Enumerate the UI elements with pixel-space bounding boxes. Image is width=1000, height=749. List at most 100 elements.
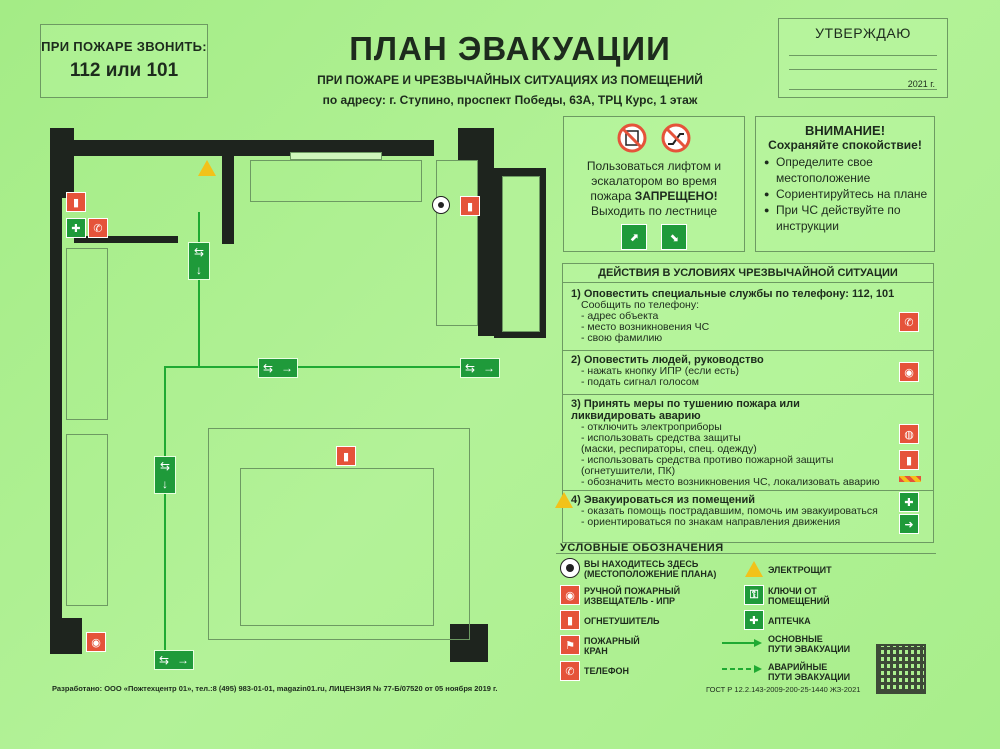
wall xyxy=(50,198,62,618)
running-man-exit-icon: ➜ xyxy=(899,514,919,534)
no-elevator-icon xyxy=(617,123,647,153)
wall xyxy=(478,160,494,336)
no-escalator-icon xyxy=(661,123,691,153)
wall xyxy=(458,128,494,160)
legend-hydrant-1: ПОЖАРНЫЙ xyxy=(584,636,640,646)
emergency-phone-box: ПРИ ПОЖАРЕ ЗВОНИТЬ: 112 или 101 xyxy=(40,24,208,98)
approval-year: 2021 г. xyxy=(907,79,935,89)
room xyxy=(66,248,108,420)
first-aid-kit-icon: ✚ xyxy=(66,218,86,238)
attention-box: ВНИМАНИЕ! Сохраняйте спокойствие! Опреде… xyxy=(755,116,935,252)
action-step-3-title: 3) Принять меры по тушению пожара или xyxy=(571,398,800,410)
first-aid-kit-icon: ✚ xyxy=(744,610,764,630)
action-step-1-intro: Сообщить по телефону: xyxy=(581,299,700,311)
legend-emergency-routes-2: ПУТИ ЭВАКУАЦИИ xyxy=(768,672,851,682)
action-step-3: 3) Принять меры по тушению пожара или ли… xyxy=(555,394,933,508)
gas-mask-icon: ◍ xyxy=(899,424,919,444)
prohibition-line-1: Пользоваться лифтом и xyxy=(586,159,722,173)
prohibition-forbidden: ЗАПРЕЩЕНО! xyxy=(634,189,718,203)
room xyxy=(66,434,108,606)
floor-plan: ⇆↓ ⇆→ ⇆→ ⇆↓ ⇆→ ▮ ✚ ✆ ▮ ▮ ◉ xyxy=(50,120,550,680)
stairs-down-icon: ⬊ xyxy=(661,224,687,250)
action-step-1-title: 1) Оповестить специальные службы по теле… xyxy=(571,288,895,300)
legend-keys-1: КЛЮЧИ ОТ xyxy=(768,586,817,596)
phone-box-numbers: 112 или 101 xyxy=(69,60,179,81)
manual-call-point-icon: ◉ xyxy=(560,585,580,605)
action-item: - использовать средства защиты xyxy=(581,432,741,444)
legend-you-are-here: ВЫ НАХОДИТЕСЬ ЗДЕСЬ(МЕСТОПОЛОЖЕНИЕ ПЛАНА… xyxy=(584,559,716,579)
prohibition-line-2: эскалатором во время xyxy=(591,174,717,188)
fire-extinguisher-icon: ▮ xyxy=(336,446,356,466)
approval-label: УТВЕРЖДАЮ xyxy=(815,25,911,41)
electrical-panel-icon xyxy=(745,561,763,577)
legend-title: УСЛОВНЫЕ ОБОЗНАЧЕНИЯ xyxy=(560,542,724,554)
legend-ipr-1: РУЧНОЙ ПОЖАРНЫЙ xyxy=(584,586,681,596)
manual-call-point-icon: ◉ xyxy=(86,632,106,652)
wall xyxy=(50,128,74,198)
legend-ipr-2: ИЗВЕЩАТЕЛЬ - ИПР xyxy=(584,596,676,606)
attention-subtitle: Сохраняйте спокойствие! xyxy=(768,138,922,152)
phone-box-label: ПРИ ПОЖАРЕ ЗВОНИТЬ: xyxy=(41,39,207,54)
exit-sign-right: ⇆→ xyxy=(258,358,298,378)
legend-hydrant-2: КРАН xyxy=(584,646,608,656)
elevator-prohibition-box: Пользоваться лифтом и эскалатором во вре… xyxy=(563,116,745,252)
attention-item: Определите свое местоположение xyxy=(764,154,934,186)
action-step-4: 4) Эвакуироваться из помещений - оказать… xyxy=(563,490,933,542)
exit-sign-down: ⇆↓ xyxy=(154,456,176,494)
prohibition-line-3: пожара xyxy=(590,189,635,203)
action-step-3-title-cont: ликвидировать аварию xyxy=(571,410,701,422)
prohibition-line-4: Выходить по лестнице xyxy=(590,204,718,218)
approval-line xyxy=(789,69,937,70)
wall xyxy=(234,140,434,156)
window xyxy=(290,152,382,160)
first-aid-icon: ✚ xyxy=(899,492,919,512)
legend-divider xyxy=(556,553,936,554)
attention-item: При ЧС действуйте по инструкции xyxy=(764,202,934,234)
central-hall xyxy=(208,428,470,640)
actions-header: ДЕЙСТВИЯ В УСЛОВИЯХ ЧРЕЗВЫЧАЙНОЙ СИТУАЦИ… xyxy=(563,264,933,283)
wall xyxy=(50,618,82,654)
action-item: - нажать кнопку ИПР (если есть) xyxy=(581,365,740,377)
approval-line xyxy=(789,55,937,56)
evacuation-route xyxy=(164,366,166,656)
action-item: (огнетушители, ПК) xyxy=(581,465,676,477)
fire-extinguisher-icon: ▮ xyxy=(460,196,480,216)
wall xyxy=(74,236,178,243)
attention-title: ВНИМАНИЕ! xyxy=(804,123,886,138)
emergency-actions-box: ДЕЙСТВИЯ В УСЛОВИЯХ ЧРЕЗВЫЧАЙНОЙ СИТУАЦИ… xyxy=(555,263,934,543)
legend-you-are-here-1: ВЫ НАХОДИТЕСЬ ЗДЕСЬ xyxy=(584,559,699,569)
action-step-2-title: 2) Оповестить людей, руководство xyxy=(571,354,764,366)
action-item: - оказать помощь пострадавшим, помочь им… xyxy=(581,505,878,517)
action-step-4-title: 4) Эвакуироваться из помещений xyxy=(571,494,756,506)
qr-code xyxy=(876,644,926,694)
you-are-here-icon xyxy=(432,196,450,214)
legend-main-routes-1: ОСНОВНЫЕ xyxy=(768,634,823,644)
electrical-hazard-icon xyxy=(555,492,573,508)
stairwell xyxy=(502,176,540,332)
legend-main-routes-2: ПУТИ ЭВАКУАЦИИ xyxy=(768,644,851,654)
page-address: по адресу: г. Ступино, проспект Победы, … xyxy=(322,93,698,107)
room xyxy=(436,160,478,326)
room-keys-icon: ⚿ xyxy=(744,585,764,605)
gost-footer: ГОСТ Р 12.2.143-2009-200-25-1440 ЖЗ-2021 xyxy=(706,685,861,694)
legend-aid: АПТЕЧКА xyxy=(768,616,811,626)
page-subtitle: ПРИ ПОЖАРЕ И ЧРЕЗВЫЧАЙНЫХ СИТУАЦИЯХ ИЗ П… xyxy=(317,73,703,87)
telephone-icon: ✆ xyxy=(88,218,108,238)
extinguisher-icon: ▮ xyxy=(899,450,919,470)
room xyxy=(250,160,422,202)
evacuation-route xyxy=(164,366,484,368)
telephone-icon: ✆ xyxy=(560,661,580,681)
legend-panel: ЭЛЕКТРОЩИТ xyxy=(768,565,832,575)
fire-extinguisher-icon: ▮ xyxy=(560,610,580,630)
wall xyxy=(74,140,234,156)
fire-hydrant-icon: ⚑ xyxy=(560,635,580,655)
action-item: (маски, респираторы, спец. одежду) xyxy=(581,443,757,455)
phone-icon: ✆ xyxy=(899,312,919,332)
legend-keys-2: ПОМЕЩЕНИЙ xyxy=(768,596,830,606)
evacuation-route xyxy=(198,212,200,366)
emergency-route-arrow-icon xyxy=(722,665,762,673)
